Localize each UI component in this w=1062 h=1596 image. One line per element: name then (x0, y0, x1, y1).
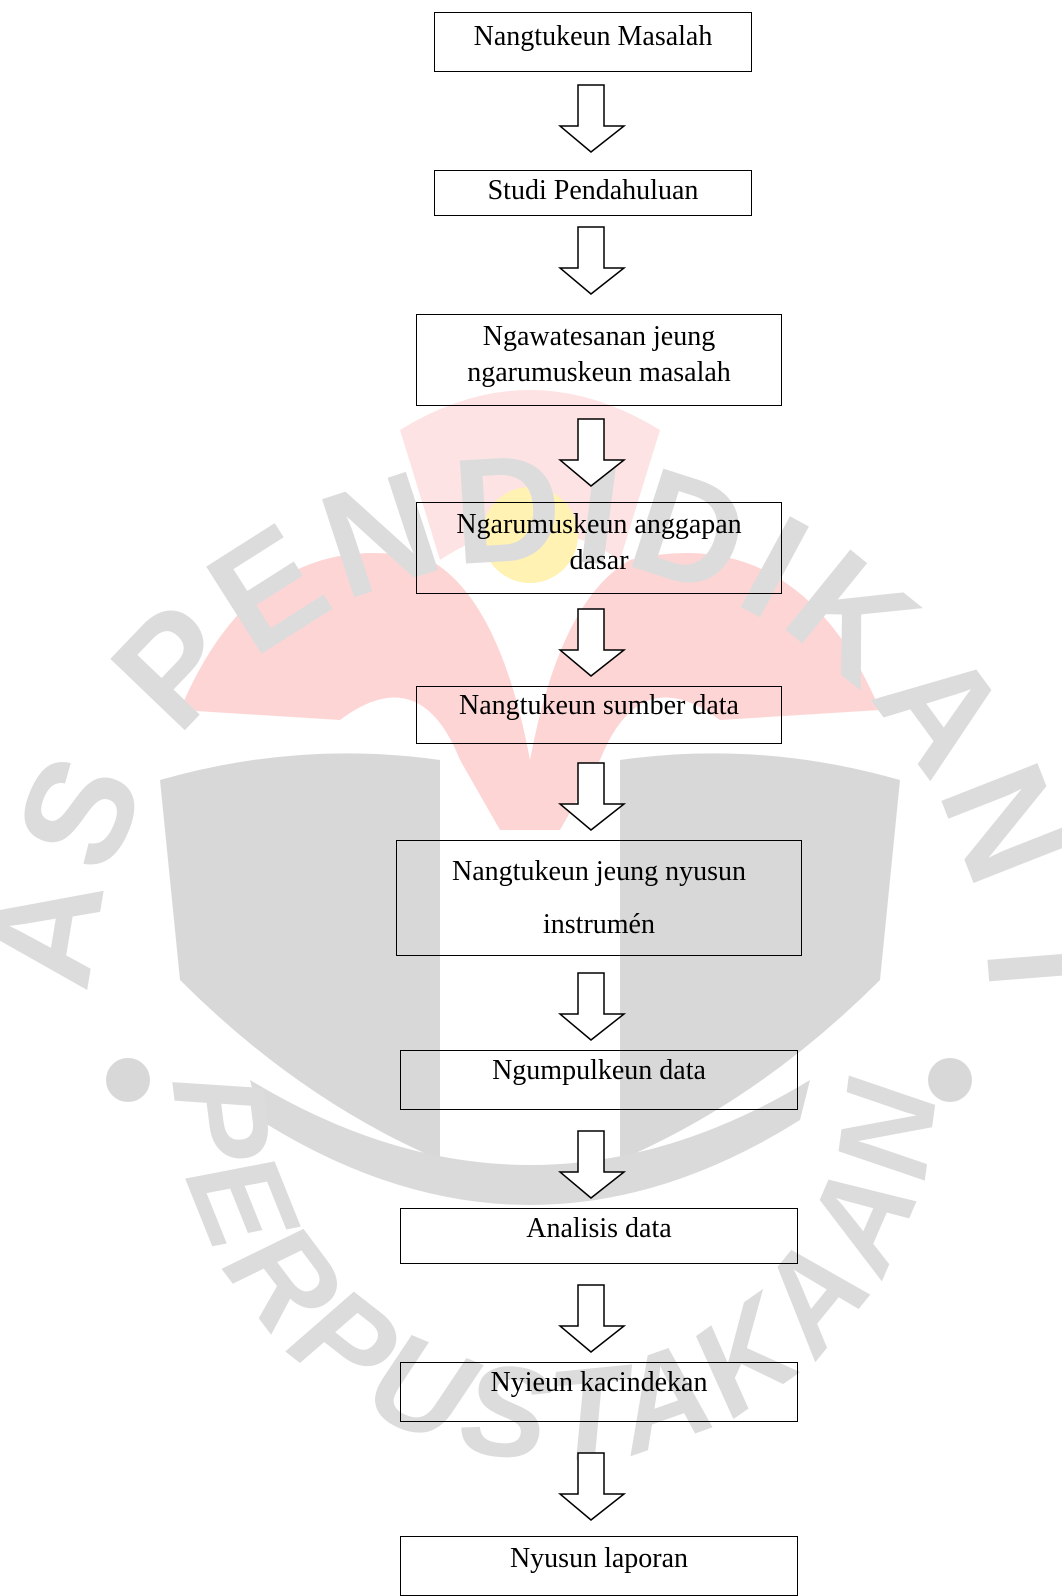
watermark-ring-text-bottom: PERPUSTAKAAN (144, 1064, 966, 1491)
step-3-label-line-2: ngarumuskeun masalah (467, 356, 731, 388)
flow-arrow-3 (558, 418, 626, 487)
watermark-red-shape (180, 553, 880, 830)
step-9-label-line-1: Nyieun kacindekan (490, 1367, 708, 1398)
flow-arrow-4 (558, 608, 626, 677)
flow-arrow-5 (558, 762, 626, 831)
flow-arrow-8 (558, 1284, 626, 1353)
step-box-3-limit-formulate: Ngawatesanan jeung ngarumuskeun masalah (416, 314, 782, 406)
watermark-grey-shape-left (160, 753, 440, 1160)
watermark-dot-right (928, 1058, 972, 1102)
flow-arrow-6 (558, 972, 626, 1041)
step-4-label-line-2: dasar (569, 544, 629, 576)
step-box-8-analysis: Analisis data (400, 1208, 798, 1264)
step-box-1-define-problem: Nangtukeun Masalah (434, 12, 752, 72)
flow-arrow-2 (558, 226, 626, 295)
watermark-dot-left (106, 1058, 150, 1102)
step-3-label-line-1: Ngawatesanan jeung (482, 321, 716, 352)
flow-arrow-1 (558, 84, 626, 153)
step-1-label-line-1: Nangtukeun Masalah (473, 21, 713, 52)
step-box-6-instrument: Nangtukeun jeung nyusun instrumén (396, 840, 802, 956)
flow-arrow-9 (558, 1452, 626, 1521)
step-box-9-conclusion: Nyieun kacindekan (400, 1362, 798, 1422)
watermark-grey-shape-right (620, 753, 900, 1160)
step-6-label-line-2: instrumén (543, 909, 655, 941)
watermark-grey-arc-lower (250, 1080, 810, 1205)
step-box-5-data-source: Nangtukeun sumber data (416, 686, 782, 744)
watermark-yellow-dot (482, 487, 578, 583)
step-6-label-line-1: Nangtukeun jeung nyusun (452, 856, 746, 887)
step-8-label-line-1: Analisis data (526, 1213, 672, 1244)
step-4-label-line-1: Ngarumuskeun anggapan (456, 509, 742, 540)
step-2-label-line-1: Studi Pendahuluan (487, 175, 699, 206)
flow-arrow-7 (558, 1130, 626, 1199)
step-box-4-basic-assumption: Ngarumuskeun anggapan dasar (416, 502, 782, 594)
step-5-label-line-1: Nangtukeun sumber data (459, 690, 739, 721)
step-box-10-report: Nyusun laporan (400, 1536, 798, 1596)
step-7-label-line-1: Ngumpulkeun data (492, 1055, 706, 1086)
step-10-label-line-1: Nyusun laporan (509, 1543, 689, 1574)
step-box-7-collect-data: Ngumpulkeun data (400, 1050, 798, 1110)
step-box-2-preliminary-study: Studi Pendahuluan (434, 170, 752, 216)
